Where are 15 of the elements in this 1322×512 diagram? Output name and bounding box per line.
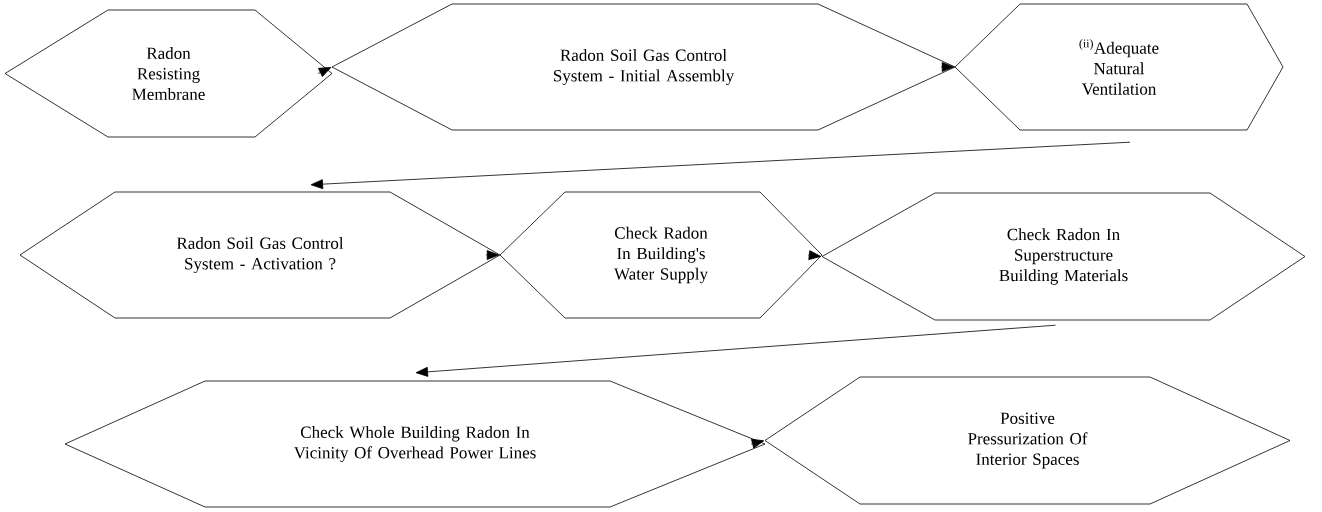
hexagon-box: Check Radon In Building's Water Supply (499, 191, 823, 319)
hexagon-box: Check Whole Building Radon In Vicinity Of Overhead Power Lines (64, 380, 766, 508)
arrow (485, 250, 500, 260)
hexagon-box: Radon Soil Gas Control System - Activation ? (19, 191, 501, 319)
arrow (940, 62, 955, 72)
arrow (310, 141, 1131, 190)
hexagon-box: Positive Pressurization Of Interior Spaces (764, 376, 1291, 505)
hexagon-box: Radon Resisting Membrane (4, 9, 333, 138)
hexagon-box: Check Radon In Superstructure Building Materials (821, 192, 1306, 321)
arrow (750, 438, 765, 449)
hexagon-box: Radon Soil Gas Control System - Initial Assembly (331, 3, 956, 131)
arrow (807, 250, 822, 260)
arrow (317, 67, 332, 77)
arrow (415, 324, 1056, 377)
hexagon-box: $^{(ii)}$Adequate Natural Ventilation (954, 3, 1284, 131)
